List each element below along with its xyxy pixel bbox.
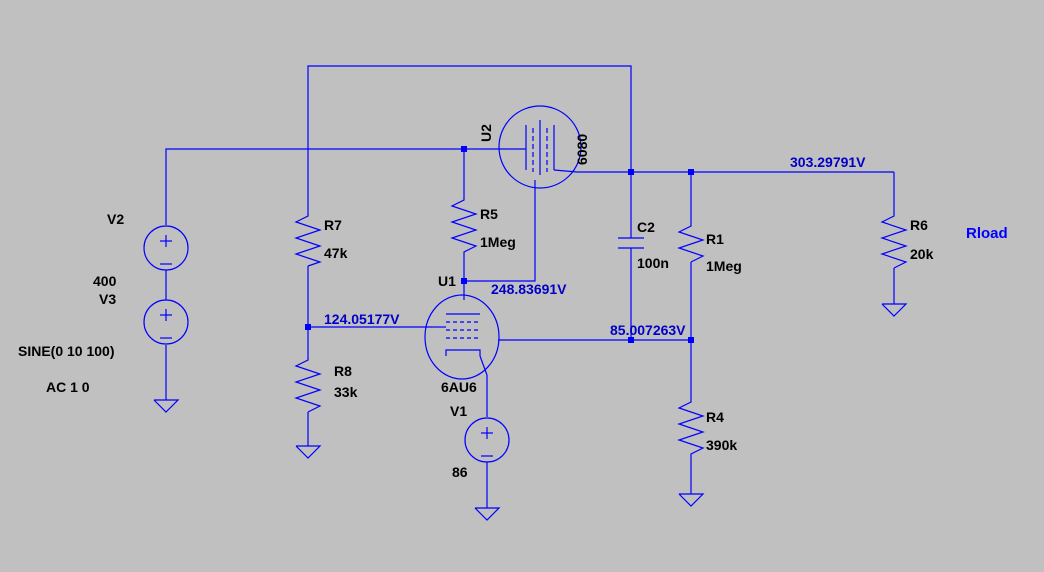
resistor-r7[interactable]: [294, 210, 322, 267]
r1-name-label: R1: [706, 231, 724, 247]
ground-symbol-v3: [153, 399, 180, 413]
output-voltage-label: 303.29791V: [790, 154, 866, 170]
v2-value-label: 400: [93, 273, 117, 289]
r6-value-label: 20k: [910, 246, 934, 262]
r7-name-label: R7: [324, 217, 342, 233]
junction: [305, 324, 311, 330]
ground-symbol-v1: [474, 507, 501, 521]
resistor-r6[interactable]: [880, 210, 908, 269]
resistor-r5[interactable]: [450, 195, 478, 258]
wire-top-loop[interactable]: [307, 65, 632, 210]
r4-name-label: R4: [706, 409, 724, 425]
grid-u1-voltage-label: 124.05177V: [324, 311, 400, 327]
junction: [628, 337, 634, 343]
v3-ac-label: AC 1 0: [46, 379, 90, 395]
junction: [628, 169, 634, 175]
rload-label: Rload: [966, 225, 1008, 242]
voltage-source-v2[interactable]: [143, 225, 189, 271]
v1-name-label: V1: [450, 403, 467, 419]
junction: [461, 278, 467, 284]
voltage-source-v1[interactable]: [464, 417, 510, 463]
tube-u2[interactable]: [498, 105, 582, 189]
capacitor-c2[interactable]: [618, 237, 644, 249]
wire-u1-plate-to-u2-cathode[interactable]: [464, 180, 536, 282]
junction: [688, 337, 694, 343]
r4-value-label: 390k: [706, 437, 737, 453]
ground-symbol-r6: [881, 303, 908, 317]
junction: [688, 169, 694, 175]
v3-name-label: V3: [99, 291, 116, 307]
u1-value-label: 6AU6: [441, 379, 477, 395]
wire-v2-to-u2-grid[interactable]: [165, 148, 526, 225]
plate-u1-voltage-label: 248.83691V: [491, 281, 567, 297]
r5-name-label: R5: [480, 206, 498, 222]
ground-symbol-r8: [295, 445, 322, 459]
r8-value-label: 33k: [334, 384, 358, 400]
v2-name-label: V2: [107, 211, 124, 227]
resistor-r1[interactable]: [677, 222, 705, 263]
v1-value-label: 86: [452, 464, 468, 480]
cathode-node-voltage-label: 85.007263V: [610, 322, 686, 338]
junction: [461, 146, 467, 152]
tube-u1[interactable]: [424, 294, 500, 380]
v3-value-label: SINE(0 10 100): [18, 343, 115, 359]
c2-name-label: C2: [637, 219, 655, 235]
u1-name-label: U1: [438, 273, 456, 289]
resistor-r8[interactable]: [294, 355, 322, 413]
resistor-r4[interactable]: [677, 395, 705, 460]
r7-value-label: 47k: [324, 245, 348, 261]
junctions: [305, 146, 694, 343]
r8-name-label: R8: [334, 363, 352, 379]
voltage-source-v3[interactable]: [143, 299, 189, 345]
r5-value-label: 1Meg: [480, 234, 516, 250]
ground-symbol-r4: [678, 493, 705, 507]
r6-name-label: R6: [910, 217, 928, 233]
u2-name-label: U2: [478, 124, 494, 142]
u2-value-label: 6080: [574, 134, 590, 165]
c2-value-label: 100n: [637, 255, 669, 271]
r1-value-label: 1Meg: [706, 258, 742, 274]
